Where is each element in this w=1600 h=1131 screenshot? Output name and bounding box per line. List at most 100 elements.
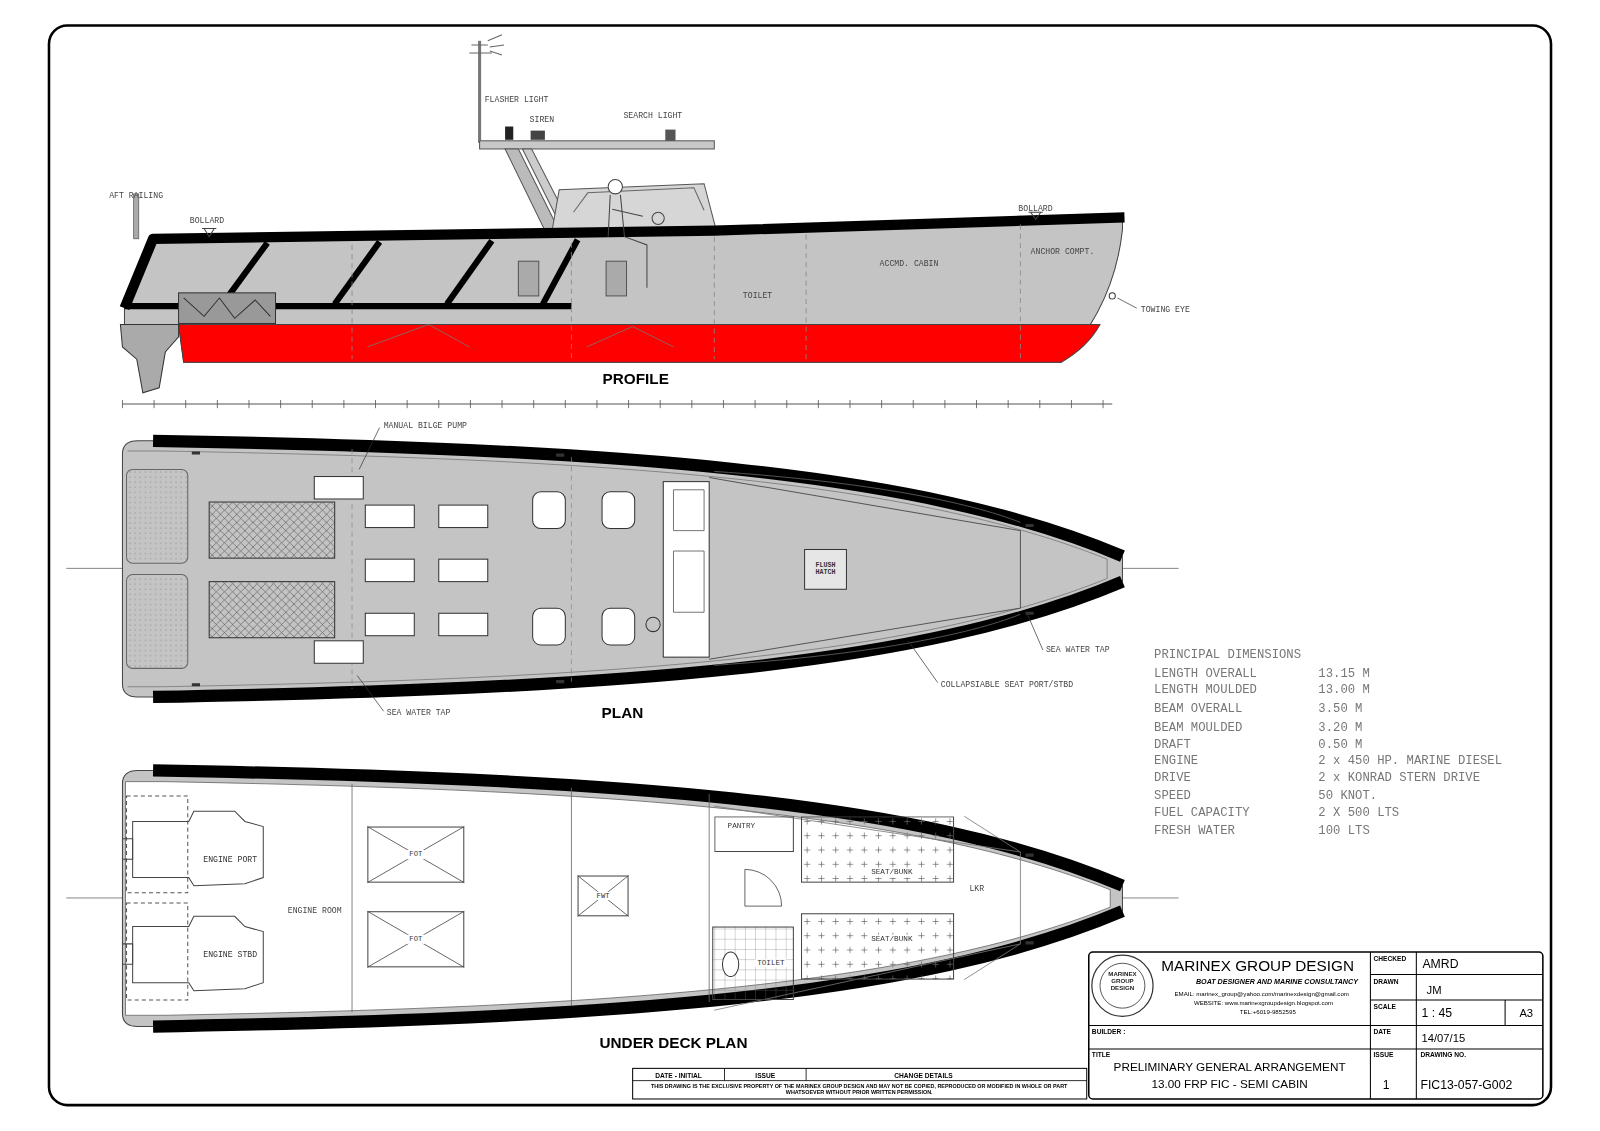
dimension-name: DRAFT: [1154, 739, 1191, 753]
dimension-value: 50 KNOT.: [1318, 790, 1377, 804]
under-deck-view: [352, 784, 709, 1013]
plan-view: [209, 502, 335, 558]
under-deck-view: [801, 913, 954, 979]
plan-view: [314, 477, 363, 499]
table-header: DATE - INITIAL: [655, 1071, 702, 1079]
under-deck-view: [122, 839, 132, 965]
under-deck-view: [133, 811, 264, 885]
profile-view: [480, 141, 715, 149]
plan-view: [646, 617, 660, 631]
profile-view: [179, 293, 276, 324]
dimension-value: 3.20 M: [1318, 721, 1362, 735]
dimension-heading: PRINCIPAL DIMENSIONS: [1154, 649, 1301, 663]
under-deck-view: [126, 782, 1111, 1016]
dimension-name: FRESH WATER: [1154, 824, 1235, 838]
profile-view: [134, 194, 139, 239]
profile-view: [179, 324, 1100, 362]
dimension-name: FUEL CAPACITY: [1154, 807, 1250, 821]
plan-view: [66, 428, 1178, 712]
dimension-value: 13.00 M: [1318, 684, 1369, 698]
profile-view: [608, 195, 647, 288]
dimension-value: 0.50 M: [1318, 739, 1362, 753]
plan-view: [663, 482, 709, 658]
copyright-note: THIS DRAWING IS THE EXCLUSIVE PROPERTY O…: [637, 1083, 1082, 1095]
part-label: AFT RAILING: [109, 191, 163, 200]
plan-view: [602, 608, 635, 645]
title-block: [1089, 952, 1543, 1099]
profile-view: [184, 298, 271, 318]
compartment-label: FLUSH HATCH: [807, 562, 844, 577]
dimension-value: 2 x KONRAD STERN DRIVE: [1318, 771, 1480, 785]
company-tagline: BOAT DESIGNER AND MARINE CONSULTANCY: [1196, 978, 1358, 986]
compartment-label: SEAT/BUNK: [869, 869, 914, 878]
plan-view: [314, 477, 709, 664]
profile-view: [505, 127, 513, 140]
plan-view: [128, 451, 1108, 687]
under-deck-view: [367, 827, 628, 968]
title-block: [633, 1068, 1087, 1099]
part-label: LKR: [969, 884, 984, 893]
profile-view: [478, 41, 481, 143]
profile-view: [573, 188, 704, 212]
profile-view: [122, 404, 1112, 405]
part-label: FLASHER LIGHT: [485, 95, 549, 104]
table-header: ISSUE: [755, 1071, 775, 1079]
field-value: 1 : 45: [1421, 1007, 1452, 1021]
field-value: AMRD: [1422, 958, 1458, 972]
profile-view: [665, 130, 675, 141]
profile-view: [1117, 298, 1136, 308]
plan-view: [127, 574, 188, 668]
dimension-name: DRIVE: [1154, 771, 1191, 785]
compartment-label: FWT: [595, 892, 612, 900]
under-deck-view: [66, 770, 1178, 1026]
title-block: [1092, 955, 1153, 1016]
dimension-name: LENGTH MOULDED: [1154, 684, 1257, 698]
under-deck-view: [714, 806, 1020, 1010]
dimension-name: LENGTH OVERALL: [1154, 667, 1257, 681]
plan-view: [709, 478, 1020, 660]
plan-view: [365, 613, 414, 635]
plan-view: [714, 614, 1020, 665]
plan-view: [122, 441, 1122, 697]
plan-view: [357, 428, 1043, 712]
part-label: SEA WATER TAP: [387, 708, 451, 717]
part-label: SEARCH LIGHT: [623, 111, 682, 120]
field-value: 1: [1383, 1079, 1390, 1093]
compartment-label: FOT: [407, 935, 424, 943]
plan-view: [314, 641, 363, 663]
logo-text: MARINEX GROUP DESIGN: [1102, 970, 1143, 991]
dimension-name: BEAM MOULDED: [1154, 721, 1242, 735]
profile-view: [367, 324, 673, 346]
part-label: SEA WATER TAP: [1046, 645, 1110, 654]
profile-view: [352, 224, 1020, 359]
plan-view: [714, 471, 1020, 522]
plan-view: [209, 582, 335, 638]
field-value: 14/07/15: [1421, 1032, 1465, 1045]
dimension-value: 13.15 M: [1318, 667, 1369, 681]
profile-view: [202, 229, 216, 237]
plan-view: [439, 613, 488, 635]
plan-view: [365, 505, 414, 527]
plan-view: [153, 582, 1122, 697]
compartment-label: FOT: [407, 850, 424, 858]
field-name: ISSUE: [1373, 1051, 1393, 1059]
profile-view: [469, 35, 504, 55]
profile-view: [1109, 293, 1115, 299]
part-label: COLLAPSIABLE SEAT PORT/STBD: [941, 680, 1073, 689]
field-name: CHECKED: [1373, 955, 1406, 963]
under-deck-view: [127, 796, 188, 893]
profile-view: [608, 180, 622, 194]
pantry-unit: PANTRY: [714, 816, 794, 852]
field-name: DATE: [1373, 1028, 1391, 1036]
plan-view: [533, 492, 566, 529]
field-name: TITLE: [1092, 1051, 1110, 1059]
plan-view: [192, 453, 1034, 685]
toilet-room: TOILET: [712, 927, 794, 1000]
contact-info: EMAIL: marinex_group@yahoo.com/marinexde…: [1174, 991, 1348, 998]
under-deck-view: [133, 916, 264, 990]
profile-view: [120, 324, 178, 392]
plan-view: [602, 492, 635, 529]
dimension-value: 100 LTS: [1318, 824, 1369, 838]
